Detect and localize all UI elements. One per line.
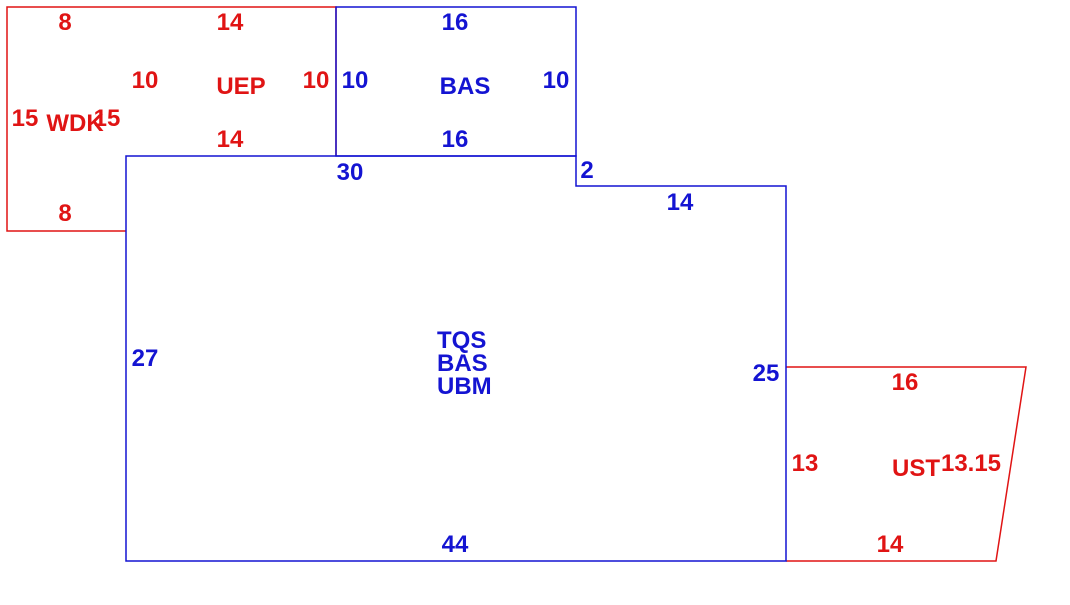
ust-dim-bottom: 14: [877, 531, 904, 558]
main-outline: [125, 155, 787, 562]
bas-top-dim-bottom: 16: [442, 126, 469, 153]
bas-top-dim-top: 16: [442, 9, 469, 36]
main-dim-top: 30: [337, 159, 364, 186]
wdk-dim-left: 15: [12, 105, 39, 132]
wdk-dim-bottom: 8: [58, 200, 71, 227]
uep-dim-right: 10: [303, 67, 330, 94]
bas-top-labels: 16 10 10 16 BAS: [342, 9, 570, 153]
main-dim-bottom: 44: [442, 531, 469, 558]
ust-labels: 16 13 13.15 14 UST: [792, 369, 1001, 558]
bas-top-dim-left: 10: [342, 67, 369, 94]
uep-labels: 14 10 10 14 UEP: [132, 9, 330, 153]
main-area-code-2: BAS: [437, 350, 488, 377]
red-outlines: [6, 6, 1027, 562]
main-dim-left: 27: [132, 345, 159, 372]
wdk-dim-right: 15: [94, 105, 121, 132]
ust-dim-top: 16: [892, 369, 919, 396]
ust-area-code: UST: [892, 455, 940, 482]
main-dim-right: 25: [753, 360, 780, 387]
ust-outline: [786, 366, 1027, 562]
main-area-code-1: TQS: [437, 327, 486, 354]
bas-top-area-code: BAS: [440, 73, 491, 100]
ust-dim-left: 13: [792, 450, 819, 477]
bas-top-dim-right: 10: [543, 67, 570, 94]
blue-outlines: [125, 6, 787, 562]
ust-dim-right: 13.15: [941, 450, 1001, 477]
wdk-area-code: WDK: [46, 110, 104, 137]
main-dim-upper-right: 14: [667, 189, 694, 216]
main-area-code-3: UBM: [437, 373, 492, 400]
uep-dim-bottom: 14: [217, 126, 244, 153]
main-labels: 30 2 14 27 25 44 TQS BAS UBM: [132, 157, 780, 558]
wdk-dim-top: 8: [58, 9, 71, 36]
uep-dim-top: 14: [217, 9, 244, 36]
wdk-outline: [6, 6, 126, 232]
uep-area-code: UEP: [216, 73, 265, 100]
wdk-labels: 8 15 15 8 WDK: [12, 9, 121, 227]
uep-dim-left: 10: [132, 67, 159, 94]
main-dim-step: 2: [580, 157, 593, 184]
